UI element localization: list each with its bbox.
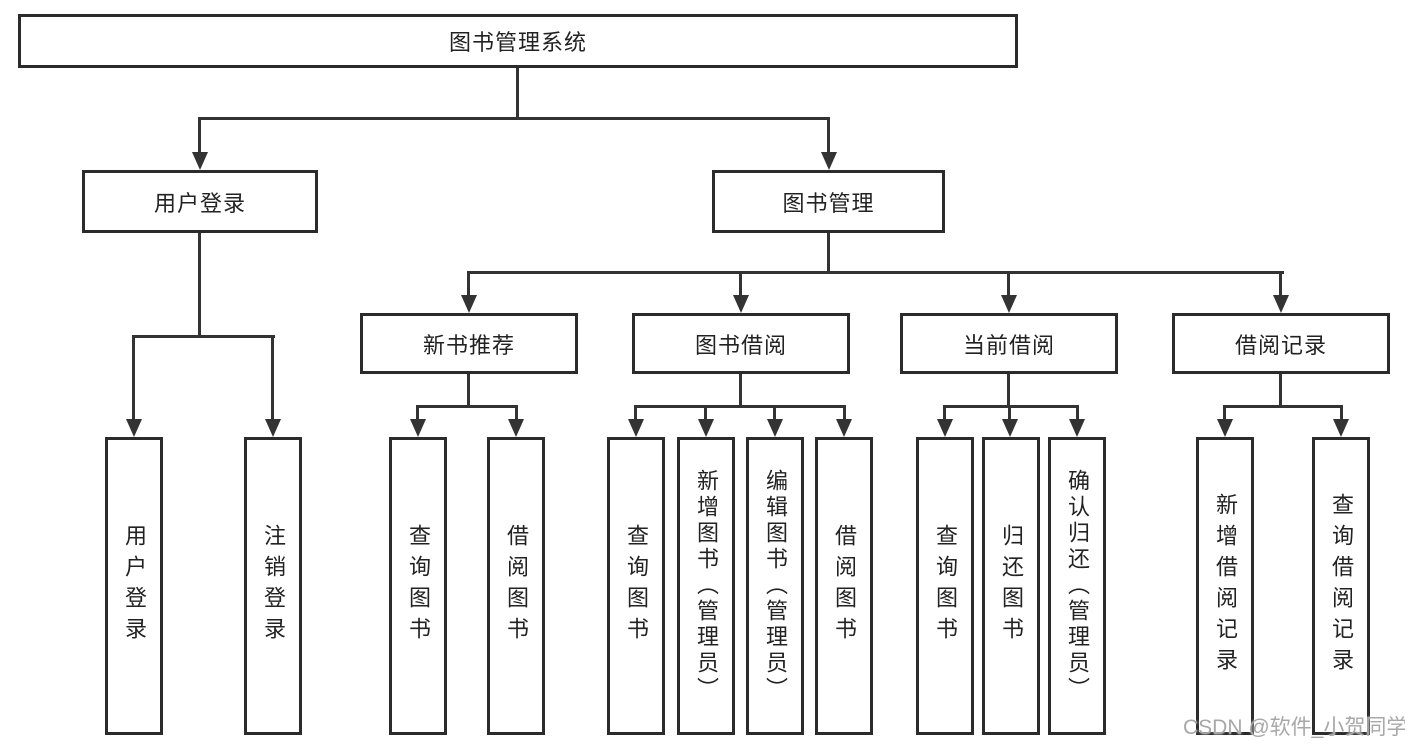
- leaf-logout: 注销登录: [244, 437, 302, 735]
- connector-line: [1223, 405, 1226, 423]
- arrow-down-icon: [1069, 419, 1085, 437]
- node-label: 查询图书: [933, 524, 958, 648]
- leaf-edit-book-admin: 编辑图书（管理员）: [746, 437, 804, 735]
- arrow-down-icon: [937, 419, 953, 437]
- node-label: 借阅图书: [832, 524, 857, 648]
- connector-line: [198, 233, 201, 337]
- connector-line: [1007, 271, 1010, 299]
- connector-line: [132, 335, 135, 423]
- node-label: 注销登录: [261, 524, 286, 648]
- node-label: 借阅图书: [504, 524, 529, 648]
- node-label: 当前借阅: [962, 332, 1055, 358]
- connector-line: [467, 374, 470, 408]
- arrow-down-icon: [836, 419, 852, 437]
- connector-line: [704, 405, 707, 423]
- connector-line: [739, 374, 742, 408]
- leaf-query-books-recommend: 查询图书: [389, 437, 447, 735]
- connector-line: [467, 271, 1284, 274]
- arrow-down-icon: [192, 152, 208, 170]
- leaf-borrow-books-borrow: 借阅图书: [815, 437, 873, 735]
- leaf-user-login: 用户登录: [105, 437, 163, 735]
- node-label: 新书推荐: [422, 332, 515, 358]
- connector-line: [773, 405, 776, 423]
- node-label: 查询图书: [406, 524, 431, 648]
- connector-line: [827, 233, 830, 273]
- connector-line: [943, 405, 1079, 408]
- connector-line: [1223, 405, 1343, 408]
- node-new-book-recommend: 新书推荐: [360, 313, 578, 374]
- connector-line: [827, 117, 830, 156]
- arrow-down-icon: [1333, 419, 1349, 437]
- node-label: 图书管理: [782, 190, 875, 216]
- node-borrowing-records: 借阅记录: [1172, 313, 1390, 374]
- node-user-login: 用户登录: [82, 170, 318, 233]
- arrow-down-icon: [1273, 295, 1289, 313]
- leaf-return-book: 归还图书: [982, 437, 1040, 735]
- connector-line: [843, 405, 846, 423]
- connector-line: [1008, 405, 1011, 423]
- node-library-management-system: 图书管理系统: [18, 14, 1018, 68]
- arrow-down-icon: [1002, 419, 1018, 437]
- connector-line: [198, 117, 201, 156]
- node-label: 新增借阅记录: [1213, 493, 1238, 679]
- arrow-down-icon: [410, 419, 426, 437]
- node-label: 借阅记录: [1234, 332, 1327, 358]
- connector-line: [416, 405, 518, 408]
- arrow-down-icon: [698, 419, 714, 437]
- node-label: 编辑图书（管理员）: [763, 469, 788, 703]
- leaf-add-borrow-record: 新增借阅记录: [1196, 437, 1254, 735]
- node-book-borrowing: 图书借阅: [632, 313, 850, 374]
- watermark-text: CSDN @软件_小贺同学: [1183, 716, 1405, 739]
- leaf-query-borrow-record: 查询借阅记录: [1312, 437, 1370, 735]
- connector-line: [943, 405, 946, 423]
- node-label: 用户登录: [153, 190, 246, 216]
- node-label: 归还图书: [999, 524, 1024, 648]
- node-label: 确认归还（管理员）: [1065, 469, 1090, 703]
- connector-line: [1007, 374, 1010, 408]
- arrow-down-icon: [265, 419, 281, 437]
- arrow-down-icon: [126, 419, 142, 437]
- connector-line: [739, 271, 742, 299]
- node-book-management: 图书管理: [712, 170, 945, 233]
- leaf-query-books-borrow: 查询图书: [607, 437, 665, 735]
- arrow-down-icon: [628, 419, 644, 437]
- connector-line: [198, 117, 830, 120]
- connector-line: [1279, 374, 1282, 408]
- arrow-down-icon: [508, 419, 524, 437]
- connector-line: [132, 335, 275, 338]
- arrow-down-icon: [767, 419, 783, 437]
- connector-line: [516, 68, 519, 119]
- node-label: 新增图书（管理员）: [694, 469, 719, 703]
- arrow-down-icon: [821, 152, 837, 170]
- leaf-confirm-return-admin: 确认归还（管理员）: [1048, 437, 1106, 735]
- connector-line: [1076, 405, 1079, 423]
- arrow-down-icon: [1217, 419, 1233, 437]
- connector-line: [1279, 271, 1282, 299]
- connector-line: [416, 405, 419, 423]
- leaf-query-books-current: 查询图书: [916, 437, 974, 735]
- node-label: 图书管理系统: [448, 30, 587, 55]
- leaf-add-book-admin: 新增图书（管理员）: [677, 437, 735, 735]
- arrow-down-icon: [1001, 295, 1017, 313]
- connector-line: [634, 405, 846, 408]
- arrow-down-icon: [461, 295, 477, 313]
- node-label: 查询借阅记录: [1329, 493, 1354, 679]
- node-current-borrowing: 当前借阅: [900, 313, 1118, 374]
- connector-line: [634, 405, 637, 423]
- node-label: 图书借阅: [694, 332, 787, 358]
- leaf-borrow-books-recommend: 借阅图书: [487, 437, 545, 735]
- connector-line: [515, 405, 518, 423]
- node-label: 用户登录: [122, 524, 147, 648]
- node-label: 查询图书: [624, 524, 649, 648]
- arrow-down-icon: [733, 295, 749, 313]
- connector-line: [1340, 405, 1343, 423]
- connector-line: [467, 271, 470, 299]
- connector-line: [271, 335, 274, 423]
